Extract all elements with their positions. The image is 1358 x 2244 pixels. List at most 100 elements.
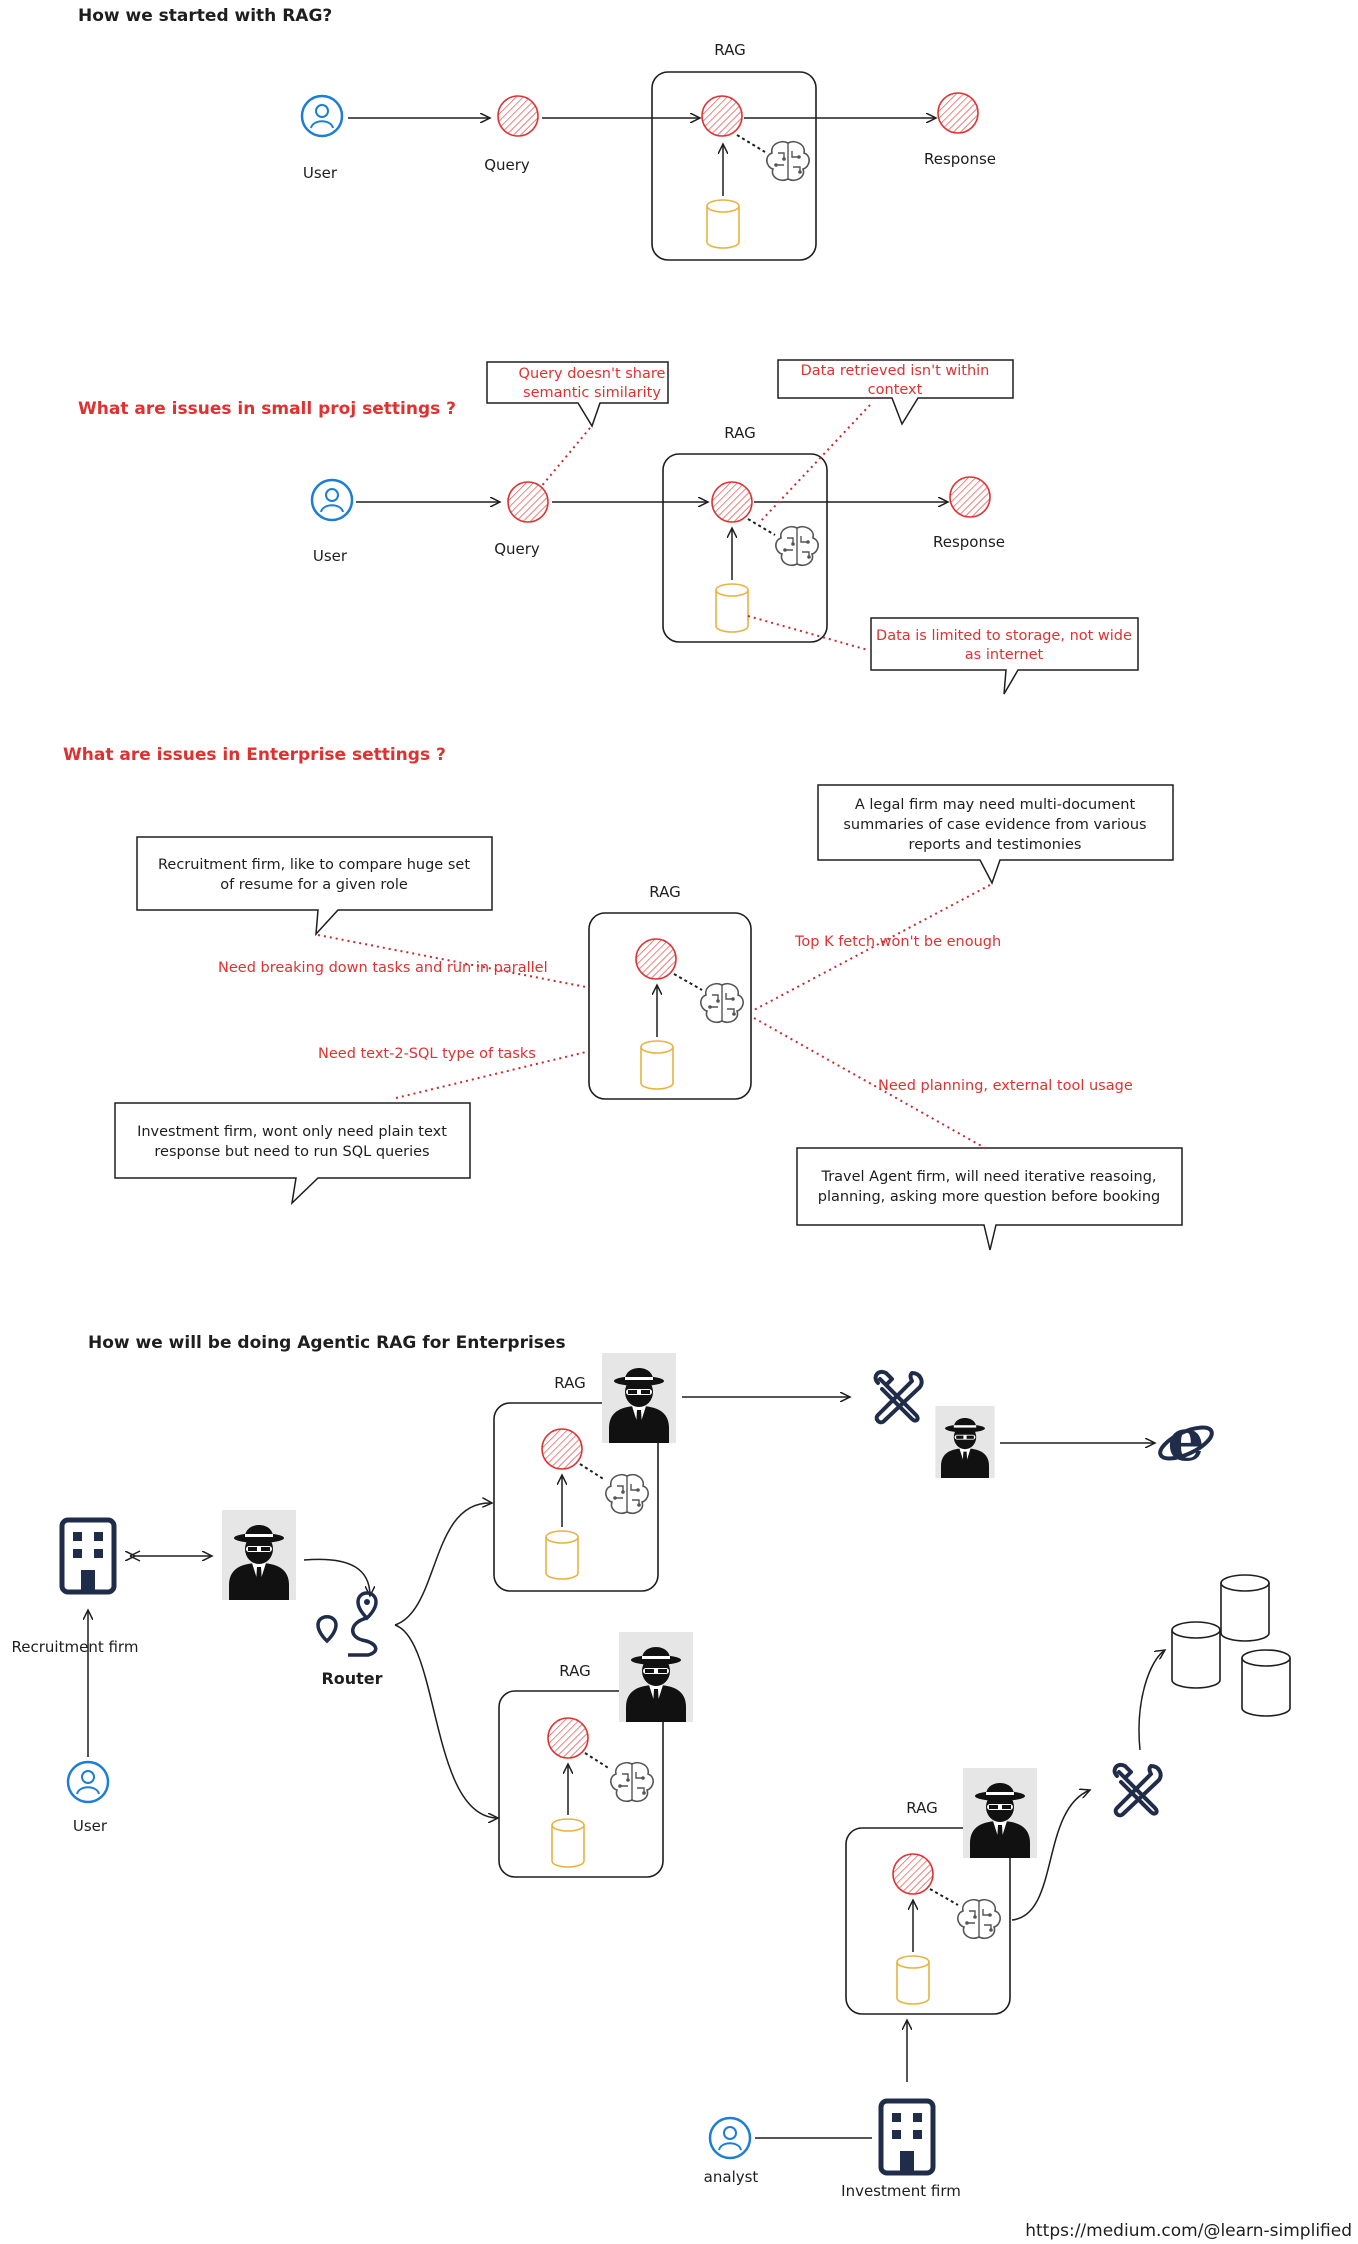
- callout-travel-line1: Travel Agent firm, will need iterative r…: [820, 1169, 1156, 1185]
- agent-spy-icon: [935, 1406, 995, 1478]
- query-node-icon: [507, 481, 549, 523]
- callout-box: [486, 361, 669, 428]
- query-node-icon: [497, 95, 539, 137]
- callout-box: [817, 784, 1174, 885]
- building-icon: [62, 1520, 114, 1592]
- rag-node-icon: [541, 1428, 583, 1470]
- agent-spy-icon: [602, 1353, 676, 1443]
- arrow: [303, 1558, 370, 1596]
- response-node-icon: [949, 476, 991, 518]
- note-parallel: Need breaking down tasks and run in para…: [218, 960, 548, 976]
- rag-node-icon: [711, 481, 753, 523]
- agent-spy-icon: [963, 1768, 1037, 1858]
- rag-box: [493, 1402, 659, 1592]
- callout-legal-line1: A legal firm may need multi-document: [855, 797, 1136, 813]
- footer-link[interactable]: https://medium.com/@learn-simplified: [1025, 2221, 1352, 2241]
- query-label: Query: [484, 156, 530, 174]
- callout-invest-line1: Investment firm, wont only need plain te…: [137, 1124, 447, 1140]
- rag-box: [498, 1690, 664, 1878]
- callout-storage-line1: Data is limited to storage, not wide: [876, 628, 1132, 644]
- brain-icon: [610, 1761, 654, 1803]
- internet-explorer-icon: e: [1158, 1406, 1214, 1474]
- database-icon: [715, 583, 749, 633]
- database-icon: [1171, 1621, 1221, 1689]
- rag-label: RAG: [554, 1374, 585, 1392]
- section3-heading: What are issues in Enterprise settings ?: [63, 745, 446, 765]
- response-label: Response: [924, 150, 996, 168]
- user-label: User: [73, 1817, 108, 1835]
- arrow: [1011, 1790, 1090, 1921]
- callout-context-line1: Data retrieved isn't within: [801, 363, 990, 379]
- dotted-link: [747, 615, 869, 651]
- note-planning: Need planning, external tool usage: [878, 1078, 1133, 1094]
- brain-icon: [605, 1473, 649, 1515]
- callout-query-line2: semantic similarity: [523, 385, 661, 401]
- user-icon: [310, 478, 354, 522]
- dotted-link: [673, 973, 703, 991]
- arrow: [394, 1503, 492, 1626]
- analyst-label: analyst: [704, 2168, 759, 2186]
- callout-invest-line2: response but need to run SQL queries: [154, 1144, 429, 1160]
- router-icon: [316, 1591, 378, 1657]
- rag-label: RAG: [906, 1799, 937, 1817]
- rag-node-icon: [701, 95, 743, 137]
- rag-box: [845, 1827, 1011, 2015]
- investment-label: Investment firm: [841, 2182, 961, 2200]
- section4-heading: How we will be doing Agentic RAG for Ent…: [88, 1333, 566, 1353]
- callout-storage-line2: as internet: [965, 647, 1044, 663]
- dotted-link: [584, 1752, 611, 1770]
- callout-box: [114, 1102, 471, 1206]
- callout-legal-line2: summaries of case evidence from various: [843, 817, 1146, 833]
- arrow: [1138, 1650, 1165, 1751]
- user-label: User: [313, 547, 348, 565]
- response-node-icon: [937, 92, 979, 134]
- database-icon: [896, 1955, 930, 2005]
- response-label: Response: [933, 533, 1005, 551]
- dotted-link: [736, 134, 766, 153]
- tools-icon: [873, 1369, 924, 1425]
- building-icon: [881, 2101, 933, 2173]
- database-icon: [551, 1818, 585, 1868]
- agent-spy-icon: [619, 1632, 693, 1722]
- arrow: [394, 1624, 498, 1818]
- brain-icon: [957, 1898, 1001, 1940]
- database-icon: [706, 199, 740, 249]
- database-icon: [545, 1530, 579, 1580]
- tools-icon: [1112, 1762, 1163, 1818]
- callout-box: [777, 359, 1014, 426]
- brain-icon: [700, 982, 744, 1024]
- callout-box: [870, 617, 1139, 695]
- brain-icon: [775, 525, 819, 567]
- svg-text:e: e: [1168, 1406, 1205, 1474]
- user-icon: [708, 2116, 752, 2160]
- callout-recruit-line1: Recruitment firm, like to compare huge s…: [158, 857, 470, 873]
- router-label: Router: [321, 1669, 382, 1688]
- dotted-link: [747, 518, 776, 536]
- dotted-link: [579, 1463, 606, 1481]
- callout-travel-line2: planning, asking more question before bo…: [818, 1189, 1160, 1205]
- rag-box: [651, 71, 817, 261]
- rag-box: [588, 912, 752, 1100]
- agent-spy-icon: [222, 1510, 296, 1600]
- callout-context-line2: context: [868, 382, 923, 398]
- callout-legal-line3: reports and testimonies: [909, 837, 1082, 853]
- rag-node-icon: [635, 938, 677, 980]
- rag-node-icon: [892, 1853, 934, 1895]
- database-icon: [640, 1040, 674, 1090]
- user-label: User: [303, 164, 338, 182]
- callout-query-line1: Query doesn't share: [519, 366, 666, 382]
- recruitment-label: Recruitment firm: [12, 1638, 139, 1656]
- rag-label: RAG: [649, 883, 680, 901]
- note-sql: Need text-2-SQL type of tasks: [318, 1046, 536, 1062]
- dotted-link: [929, 1888, 959, 1906]
- section1-heading: How we started with RAG?: [78, 6, 332, 26]
- rag-box: [662, 453, 828, 643]
- callout-box: [796, 1147, 1183, 1251]
- dotted-link: [753, 1017, 986, 1149]
- dotted-link: [759, 404, 871, 523]
- note-topk: Top K fetch won't be enough: [794, 934, 1001, 950]
- callout-box: [136, 836, 493, 937]
- brain-icon: [766, 140, 810, 182]
- user-icon: [300, 94, 344, 138]
